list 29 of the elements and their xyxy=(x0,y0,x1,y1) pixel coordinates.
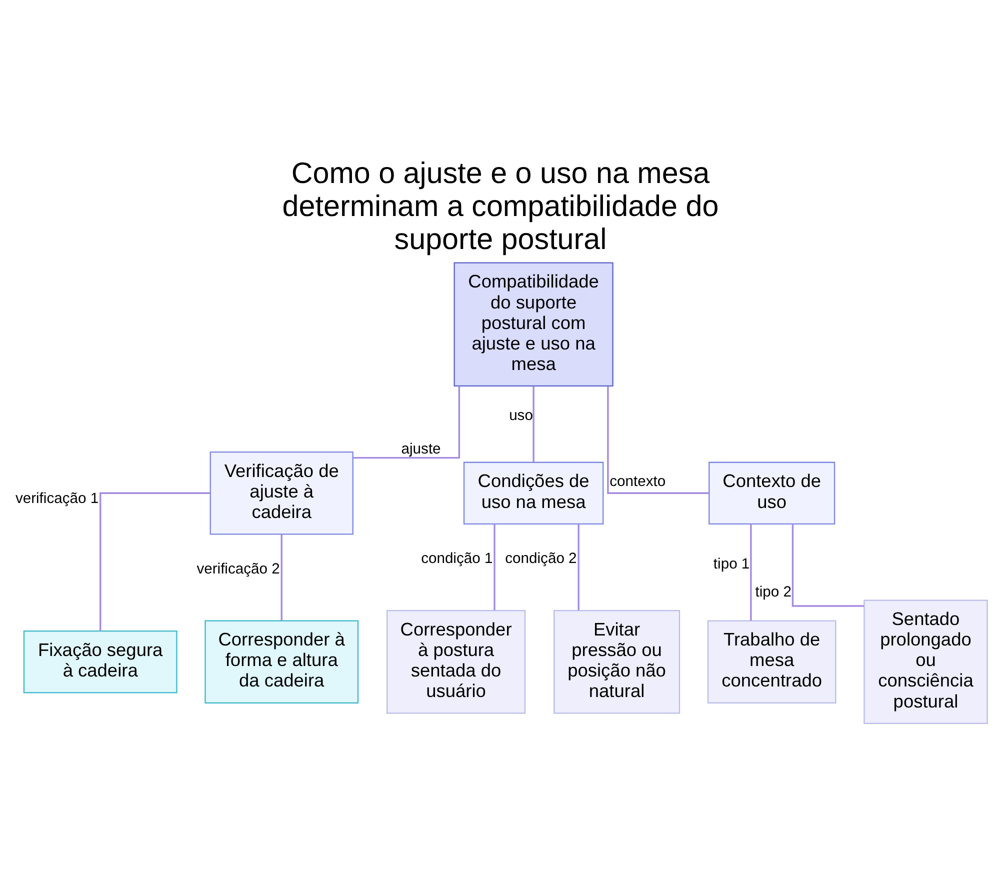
connector xyxy=(352,386,460,458)
node-box: Evitar pressão ou posição não natural xyxy=(553,610,680,714)
node-box: Trabalho de mesa concentrado xyxy=(706,620,836,703)
edge-label: tipo 2 xyxy=(754,584,791,600)
connector xyxy=(791,524,864,606)
connector xyxy=(750,524,752,620)
diagram-title: Como o ajuste e o uso na mesa determinam a compatibilidade do suporte postural xyxy=(282,156,718,256)
connector xyxy=(532,386,534,462)
edge-label: ajuste xyxy=(400,441,440,458)
node-box: Compatibilidade do suporte postural com ajuste e uso na mesa xyxy=(453,262,613,386)
node-box: Corresponder à postura sentada do usuário xyxy=(386,610,526,714)
node-box: Contexto de uso xyxy=(708,461,835,524)
connector xyxy=(493,524,495,610)
node-box: Fixação segura à cadeira xyxy=(22,630,177,693)
edge-label: condição 1 xyxy=(420,550,492,567)
node-box: Sentado prolongado ou consciência postural xyxy=(863,599,988,724)
edge-label: condição 2 xyxy=(504,550,576,567)
connector xyxy=(606,386,708,494)
node-box: Verificação de ajuste à cadeira xyxy=(209,451,353,534)
connector xyxy=(99,492,210,630)
edge-label: verificação 2 xyxy=(196,560,280,577)
node-box: Condições de uso na mesa xyxy=(462,461,604,524)
node-box: Corresponder à forma e altura da cadeira xyxy=(204,620,358,703)
connector xyxy=(577,524,579,610)
edge-label: tipo 1 xyxy=(712,556,750,572)
connector xyxy=(280,534,282,620)
edge-label: uso xyxy=(508,408,532,424)
edge-label: verificação 1 xyxy=(14,490,98,507)
edge-label: contexto xyxy=(609,474,666,490)
